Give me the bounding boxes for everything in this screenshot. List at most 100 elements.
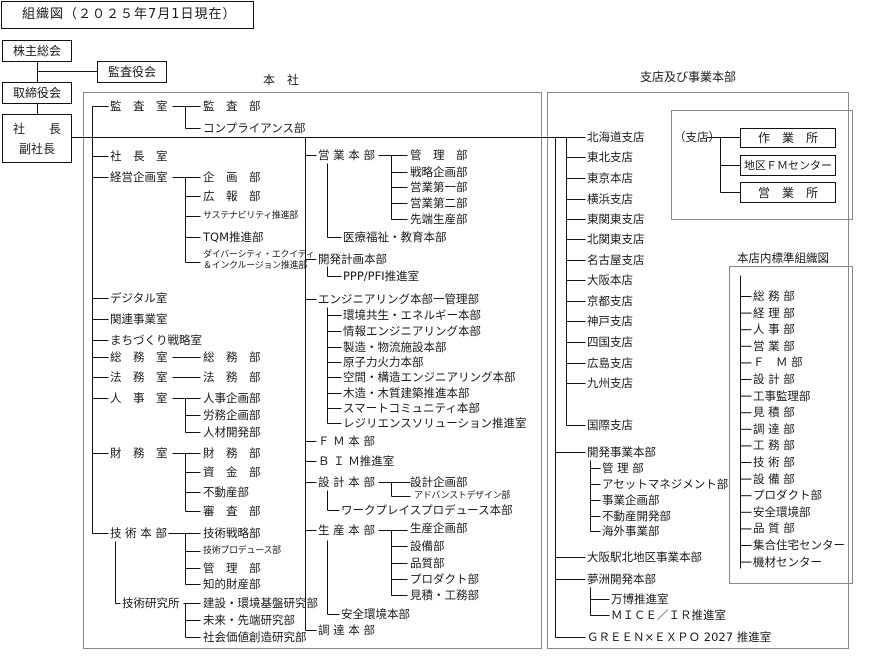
hq-left-unit: 企 画 部 <box>203 170 261 184</box>
branch-item: 国際支店 <box>587 418 633 432</box>
hq-left-unit: 人 事 室 <box>110 391 168 405</box>
hq-left-unit: デジタル室 <box>110 291 168 305</box>
hq-left-unit: 建設・環境基盤研究部 <box>203 596 318 610</box>
hq-left-unit: 労務企画部 <box>203 408 261 422</box>
hq-left-unit: 社会価値創造研究部 <box>203 630 307 644</box>
hq-mid-unit: 生 産 本 部 <box>318 523 375 537</box>
hq-mid-unit: ワークプレイスプロデュース本部 <box>341 503 513 517</box>
head-standard-unit: 品 質 部 <box>753 521 795 536</box>
hq-left-unit: 審 査 部 <box>203 504 261 518</box>
division-item: 万博推進室 <box>611 592 669 606</box>
unit-worksite: 作 業 所 <box>757 131 818 145</box>
head-standard-unit: 経 理 部 <box>753 305 795 320</box>
hq-label: 本 社 <box>263 73 300 87</box>
hq-mid-unit: エンジニアリング本部一管理部 <box>318 292 479 306</box>
hq-mid-unit: 空間・構造エンジニアリング本部 <box>343 370 516 384</box>
hq-left-unit: TQM推進部 <box>203 230 264 244</box>
branches-label: 支店及び事業本部 <box>640 70 737 84</box>
hq-mid-unit: プロダクト部 <box>410 572 479 586</box>
branch-item: 神戸支店 <box>587 314 633 328</box>
division-item: 夢洲開発本部 <box>587 572 656 586</box>
branch-standard-frame <box>671 110 853 220</box>
branch-item: 名古屋支店 <box>587 253 645 267</box>
hq-left-unit: コンプライアンス部 <box>203 121 306 135</box>
branch-item: 京都支店 <box>587 294 633 308</box>
division-item: ＭＩＣＥ／ＩＲ推進室 <box>611 608 726 622</box>
head-standard-unit: 人 事 部 <box>753 322 795 337</box>
head-standard-unit: 設 計 部 <box>753 372 795 386</box>
title-box: 組織図（２０２５年7月1日現在） <box>1 1 254 29</box>
head-standard-unit: 設 備 部 <box>753 471 795 486</box>
hq-left-unit: 人材開発部 <box>203 425 261 439</box>
division-item: 開発事業本部 <box>587 445 656 459</box>
unit-fm-center: 地区ＦＭセンター <box>744 159 832 172</box>
branch-item: 九州支店 <box>587 376 633 390</box>
branch-standard-root: （支店） <box>674 130 720 144</box>
branches-frame <box>547 92 849 649</box>
hq-left-unit: 未来・先端研究部 <box>203 613 295 627</box>
head-standard-title: 本店内標準組織図 <box>737 251 829 265</box>
hq-mid-unit: 原子力火力本部 <box>343 355 424 369</box>
hq-left-unit: まちづくり戦略室 <box>110 333 202 347</box>
hq-left-unit: 監 査 室 <box>110 99 168 113</box>
hq-left-unit: 管 理 部 <box>203 561 261 575</box>
hq-left-unit: 技術プロデュース部 <box>203 546 281 556</box>
hq-mid-unit: 設 計 本 部 <box>318 475 375 489</box>
head-standard-unit: 工 務 部 <box>753 438 795 453</box>
division-item: 管 理 部 <box>602 461 644 475</box>
board-box: 取締役会 <box>2 82 72 104</box>
division-item: 事業企画部 <box>602 493 660 507</box>
hq-mid-unit: PPP/PFI推進室 <box>343 269 420 283</box>
head-standard-unit: 総 務 部 <box>753 289 795 303</box>
hq-mid-unit: 環境共生・エネルギー本部 <box>343 308 481 322</box>
unit-sales-office: 営 業 所 <box>757 186 818 200</box>
head-standard-frame <box>729 266 853 584</box>
head-standard-unit: 見 積 部 <box>753 405 795 420</box>
branch-item: 横浜支店 <box>587 192 633 206</box>
branch-item: 北海道支店 <box>587 130 645 144</box>
hq-mid-unit: 営業第一部 <box>410 180 468 194</box>
hq-mid-unit: 医療福祉・教育本部 <box>343 230 447 244</box>
hq-mid-unit: 生産企画部 <box>410 521 468 535</box>
division-item: 海外事業部 <box>602 524 660 538</box>
hq-left-unit: 資 金 部 <box>203 465 261 479</box>
branch-item: 広島支店 <box>587 356 633 370</box>
hq-mid-unit: レジリエンスソリューション推進室 <box>343 416 527 430</box>
hq-left-unit: 総 務 部 <box>203 350 261 364</box>
head-standard-unit: 安全環境部 <box>753 504 811 519</box>
division-item: アセットマネジメント部 <box>602 477 729 491</box>
branch-item: 大阪本店 <box>587 273 633 287</box>
hq-mid-unit: 安全環境本部 <box>341 607 410 621</box>
hq-mid-unit: 見積・工務部 <box>410 588 479 602</box>
branch-item: 東北支店 <box>587 150 633 164</box>
hq-left-unit: 経営企画室 <box>110 170 168 184</box>
hq-mid-unit: 情報エンジニアリング本部 <box>343 324 481 338</box>
hq-left-unit: 技 術 本 部 <box>110 526 167 540</box>
hq-left-unit: 社 長 室 <box>110 149 168 163</box>
hq-mid-unit: 木造・木質建築推進本部 <box>343 386 470 400</box>
hq-left-unit: 人事企画部 <box>203 391 261 405</box>
hq-left-unit: 知的財産部 <box>203 577 261 591</box>
hq-mid-unit: 先端生産部 <box>410 212 468 226</box>
hq-left-unit: 法 務 部 <box>203 370 261 384</box>
unit-box-fm-center: 地区ＦＭセンター <box>740 155 836 176</box>
hq-mid-unit: 営業第二部 <box>410 196 468 210</box>
branch-item: 四国支店 <box>587 335 633 349</box>
auditors-label: 監査役会 <box>107 65 156 79</box>
hq-frame <box>83 92 542 649</box>
hq-left-unit: 関連事業室 <box>110 312 168 326</box>
hq-mid-unit: 営 業 本 部 <box>318 148 375 162</box>
board-label: 取締役会 <box>12 86 61 100</box>
hq-mid-unit: 戦略企画部 <box>410 165 468 179</box>
hq-mid-unit: 管 理 部 <box>410 148 468 162</box>
head-standard-unit: 機材センター <box>753 554 822 569</box>
hq-left-unit: 広 報 部 <box>203 189 261 203</box>
head-standard-unit: 営 業 部 <box>753 338 795 353</box>
hq-left-unit: 不動産部 <box>203 485 249 499</box>
hq-mid-unit: 品質部 <box>410 556 445 570</box>
hq-mid-unit: 開発計画本部 <box>318 252 387 266</box>
head-standard-unit: Ｆ Ｍ 部 <box>753 355 803 370</box>
hq-mid-unit: Ｂ Ｉ Ｍ推進室 <box>318 454 395 468</box>
head-standard-unit: 工事監理部 <box>753 388 811 403</box>
